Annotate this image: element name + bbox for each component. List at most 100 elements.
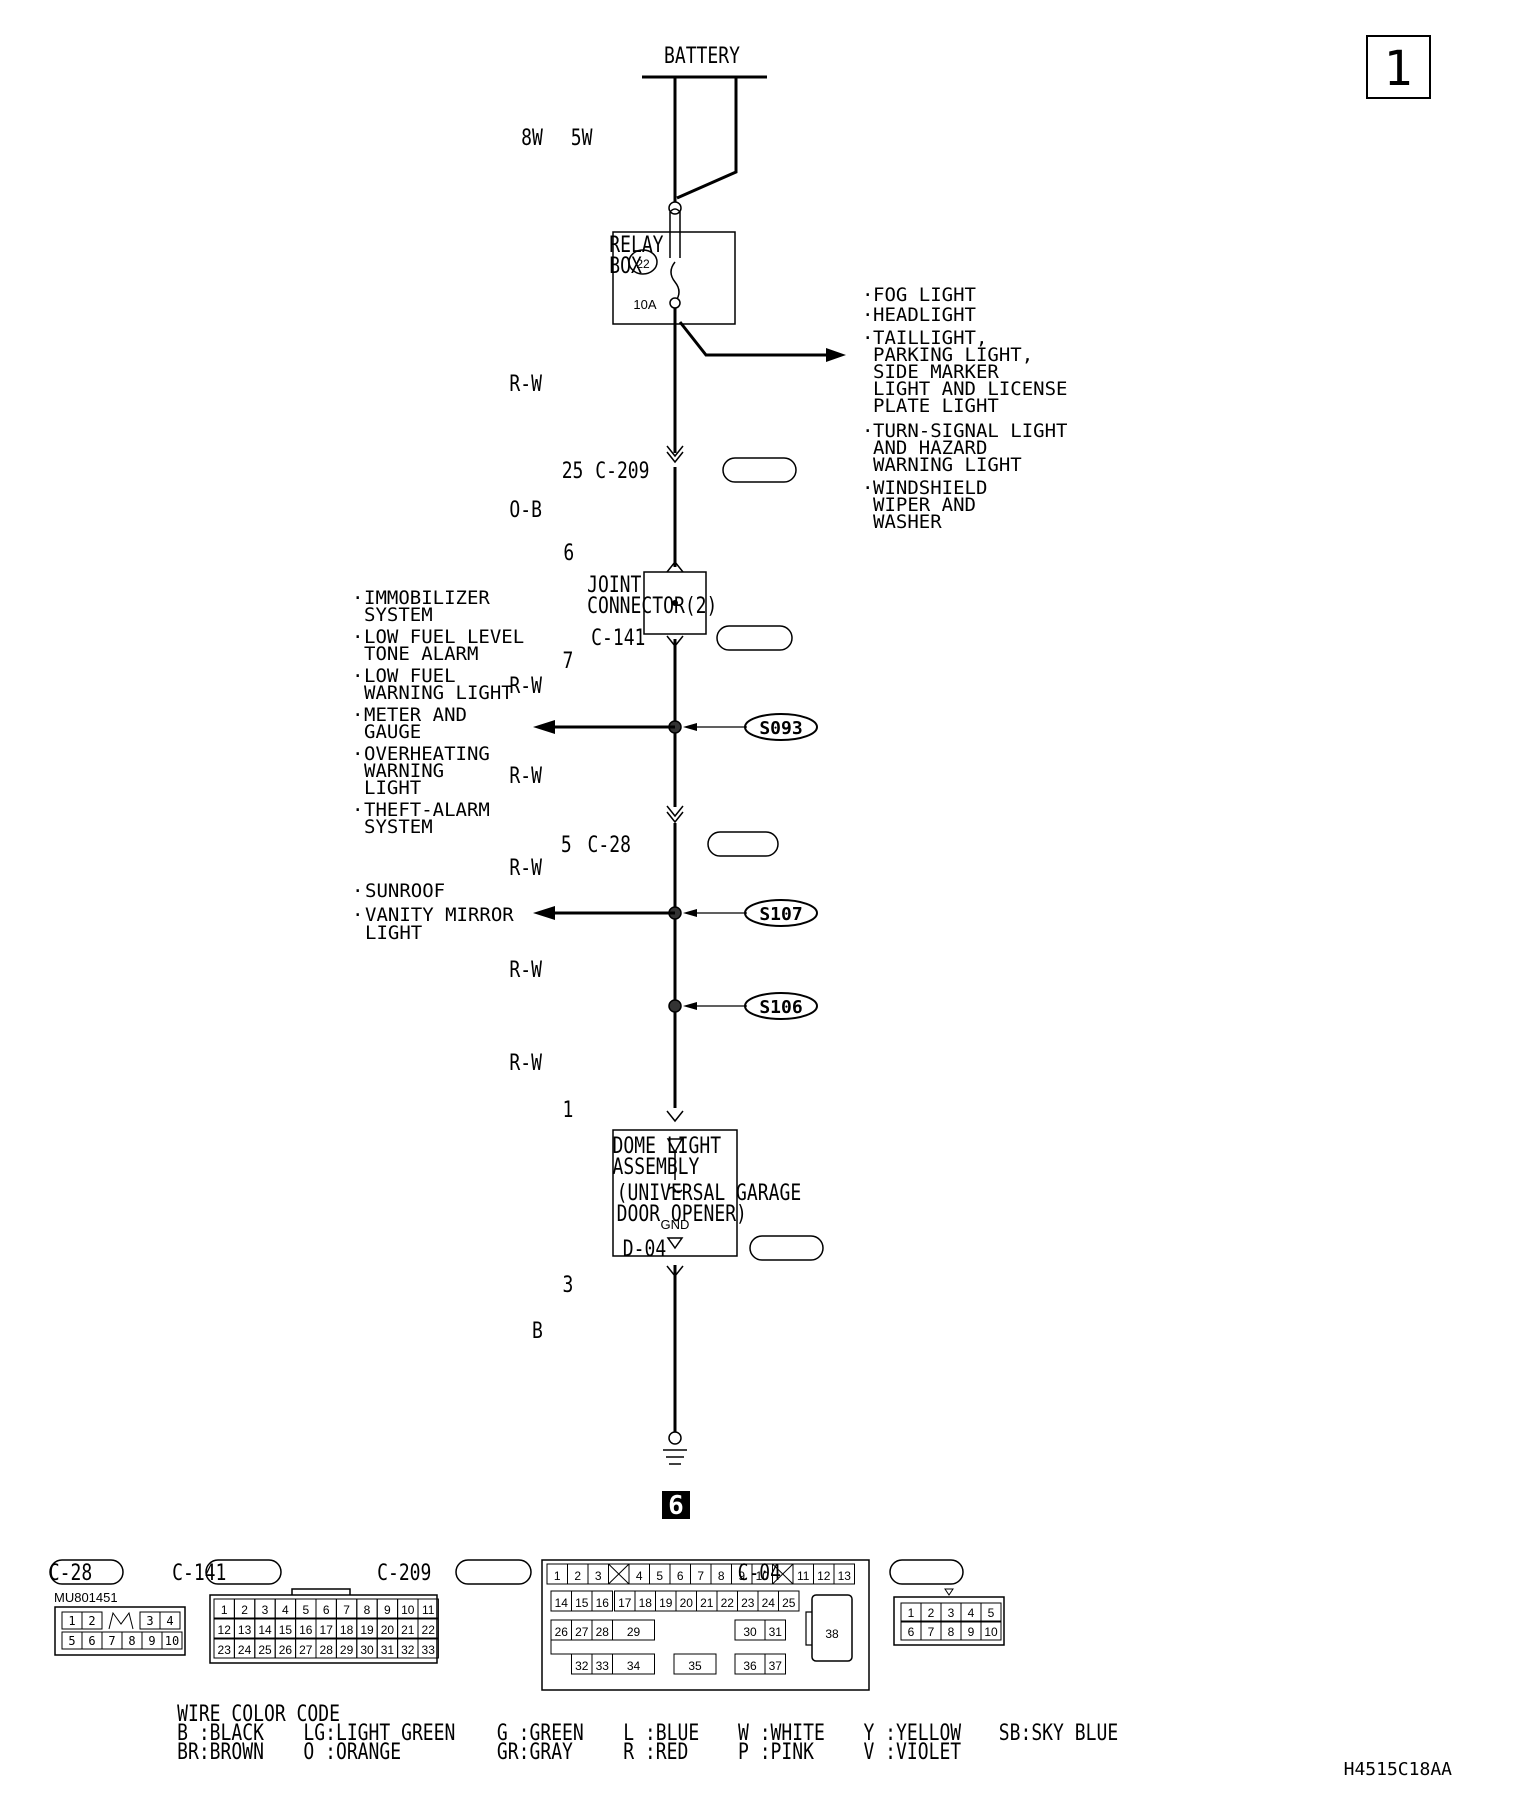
c141-pin-label: 7: [343, 1603, 350, 1617]
fusible-link-5w: [676, 77, 738, 200]
wire-label-relay-out: R-W: [509, 370, 542, 396]
c209-pin-cell: [764, 1653, 786, 1675]
wire-label-s093-out: R-W: [509, 762, 542, 788]
c141-pin-label: 4: [282, 1603, 289, 1617]
relay-target-bullet: ·: [862, 304, 873, 326]
c28-pin-label: 1: [68, 1614, 75, 1628]
c209-pin-label: 33: [596, 1659, 610, 1673]
wire-color-legend-title: WIRE COLOR CODE: [177, 1700, 340, 1726]
relay-target-item: SIDE MARKER: [873, 361, 999, 383]
splice-s106-label: S106: [759, 997, 802, 1018]
s093-target-item: WARNING LIGHT: [364, 682, 513, 704]
c141-pin-label: 16: [299, 1623, 313, 1637]
dome-ground-icon: [666, 1237, 684, 1250]
c209-pin-label: 15: [575, 1596, 589, 1610]
c209-pin-label: 10: [756, 1569, 770, 1583]
splice-s093-badge: [744, 713, 818, 741]
c209-pin-label: 4: [636, 1569, 643, 1583]
c28-face-code: C-28: [49, 1559, 92, 1585]
wire-color-legend: WIRE COLOR CODE B :BLACK BR:BROWN LG:LIG…: [177, 1700, 1118, 1764]
c141-pin-label: 30: [360, 1643, 374, 1657]
c141-pin-label: 13: [238, 1623, 252, 1637]
c209-face-code: C-209: [377, 1559, 431, 1585]
s107-target-bullet: ·: [352, 880, 363, 902]
c28-pin-label: 5: [68, 1634, 75, 1648]
s093-target-item: GAUGE: [364, 721, 421, 743]
c209-pin-label: 2: [574, 1569, 581, 1583]
c209-pin-label: 12: [817, 1569, 831, 1583]
c141-face-code: C-141: [172, 1559, 226, 1585]
c141-pin-label: 27: [299, 1643, 313, 1657]
c209-pin-cell: [778, 1590, 800, 1612]
c209-pin-label: 35: [688, 1659, 702, 1673]
s093-target-item: IMMOBILIZER: [364, 587, 490, 609]
wire-color-entry: L :BLUE: [623, 1719, 699, 1745]
s093-target-item: SYSTEM: [364, 604, 433, 626]
c141-pin-label: 1: [221, 1603, 228, 1617]
fuse-rating: 10A: [633, 297, 656, 312]
wire-color-entry: SB:SKY BLUE: [999, 1719, 1118, 1745]
relay-target-item: WASHER: [873, 511, 942, 533]
wire-color-entry: O :ORANGE: [303, 1738, 401, 1764]
c141-pin-label: 29: [340, 1643, 354, 1657]
c209-pin-label: 27: [575, 1625, 589, 1639]
s093-target-item: TONE ALARM: [364, 643, 478, 665]
wire-color-entry: V :VIOLET: [863, 1738, 961, 1764]
joint-pin-in: 6: [563, 539, 574, 565]
relay-target-item: TAILLIGHT,: [873, 327, 987, 349]
c04-pin-cell: [980, 1621, 1002, 1641]
c141-pin-label: 31: [381, 1643, 395, 1657]
relay-target-item: PARKING LIGHT,: [873, 344, 1033, 366]
s093-target-item: OVERHEATING: [364, 743, 490, 765]
c141-pin-label: 32: [401, 1643, 415, 1657]
s093-target-item: LOW FUEL: [364, 665, 456, 687]
c04-pin-label: 1: [908, 1606, 915, 1620]
c209-pin-label: 1: [554, 1569, 561, 1583]
c28-pin-label: 10: [165, 1634, 179, 1648]
wire-label-s107-out: R-W: [509, 956, 542, 982]
c28-pin-label: 6: [88, 1634, 95, 1648]
dome-code-badge: [749, 1235, 824, 1261]
c209-pin-cell: [612, 1653, 655, 1675]
s093-target-bullet: ·: [352, 704, 363, 726]
relay-branch-targets: · FOG LIGHT · HEADLIGHT · TAILLIGHT, PAR…: [862, 284, 1067, 533]
joint-connector-box: [643, 571, 707, 635]
c209-pin-label: 8: [718, 1569, 725, 1583]
c209-pin-label: 13: [838, 1569, 852, 1583]
c209-pin-label: 14: [555, 1596, 569, 1610]
s093-target-item: THEFT-ALARM: [364, 799, 490, 821]
connector-c28-inline: [666, 805, 684, 824]
c209-pin-label: 17: [618, 1596, 632, 1610]
c209-pin-label: 18: [639, 1596, 653, 1610]
page-number: 1: [1384, 41, 1413, 97]
c141-pin-label: 3: [262, 1603, 269, 1617]
c209-pin-label: 34: [627, 1659, 641, 1673]
c141-pin-label: 6: [323, 1603, 330, 1617]
c04-pin-label: 3: [948, 1606, 955, 1620]
joint-connector-node: [672, 600, 678, 606]
c209-pin-cell: [591, 1590, 613, 1612]
c209-pin-cell: [764, 1619, 786, 1641]
c209-pin-label: 32: [575, 1659, 589, 1673]
wire-label-c28-out: R-W: [509, 854, 542, 880]
c141-pin-label: 15: [279, 1623, 293, 1637]
s093-target-item: METER AND: [364, 704, 467, 726]
wire-color-entry: G :GREEN: [497, 1719, 584, 1745]
c209-key: [550, 1640, 572, 1655]
dome-light-label-line4: DOOR OPENER): [617, 1200, 747, 1226]
c209-pin-label: 3: [595, 1569, 602, 1583]
dome-out-terminal: [666, 1265, 684, 1278]
c209-pin-label: 26: [555, 1625, 569, 1639]
fuse-number-badge: [628, 249, 658, 275]
joint-connector-code-badge: [716, 625, 793, 651]
relay-box-label-line1: RELAY: [609, 231, 663, 257]
relay-target-bullet: ·: [862, 420, 873, 442]
joint-connector-label-line1: JOINT: [587, 571, 641, 597]
c209-pin-label: 20: [680, 1596, 694, 1610]
c209-pin-cell: [612, 1619, 655, 1641]
